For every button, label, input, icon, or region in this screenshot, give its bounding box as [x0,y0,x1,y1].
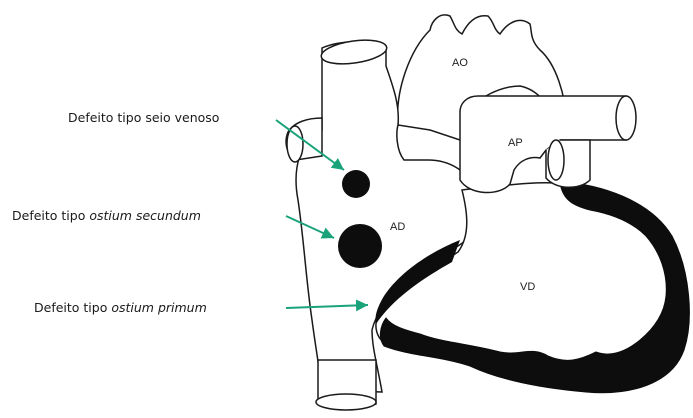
label-ostium-secundum-prefix: Defeito tipo [12,208,89,223]
label-ostium-primum-term: ostium primum [111,300,206,315]
label-defeito-ostium-secundum: Defeito tipo ostium secundum [12,208,201,223]
label-defeito-seio-venoso: Defeito tipo seio venoso [68,110,219,125]
label-ostium-secundum-term: ostium secundum [89,208,201,223]
label-ad: AD [390,221,405,233]
label-ap: AP [508,137,523,149]
label-ao: AO [452,57,468,69]
defect-sinus-venosus [342,170,370,198]
pa-left-branch-opening [616,96,636,140]
label-vd: VD [520,281,535,293]
label-defeito-ostium-primum: Defeito tipo ostium primum [34,300,207,315]
pulmonary-artery [460,96,626,193]
label-seio-venoso-text: Defeito tipo seio venoso [68,110,219,125]
defect-ostium-secundum [338,224,382,268]
label-ostium-primum-prefix: Defeito tipo [34,300,111,315]
